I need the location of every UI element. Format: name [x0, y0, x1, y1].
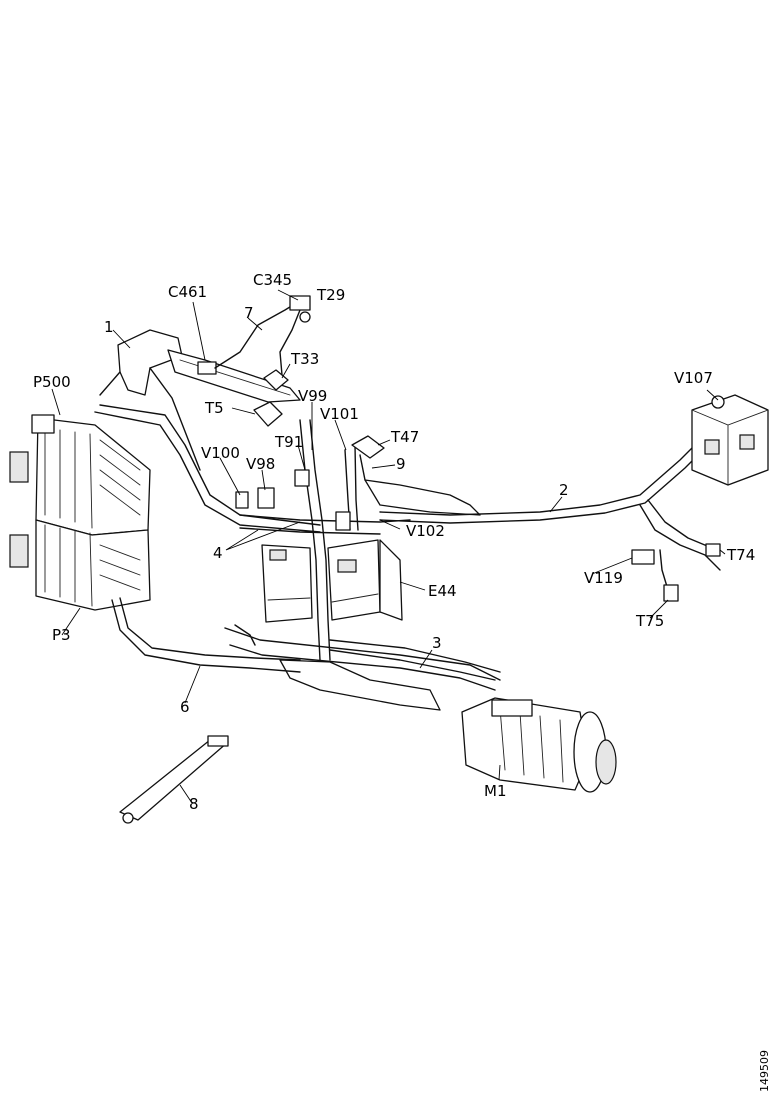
- label-t5: T5: [204, 399, 224, 417]
- cable-8: [119, 735, 229, 824]
- label-v119: V119: [584, 569, 623, 587]
- harness-6: [111, 597, 301, 673]
- label-1: 1: [104, 318, 114, 336]
- label-t29: T29: [316, 286, 345, 304]
- frame-cross-member: [224, 624, 501, 711]
- starter-m1: [461, 697, 617, 793]
- label-3: 3: [432, 634, 442, 652]
- label-t47: T47: [390, 428, 419, 446]
- harness-7: [214, 295, 311, 376]
- label-t75: T75: [635, 612, 664, 630]
- label-e44: E44: [428, 582, 457, 600]
- harness-3: [329, 639, 501, 681]
- label-v102: V102: [406, 522, 445, 540]
- label-m1: M1: [484, 782, 507, 800]
- label-p500: P500: [33, 373, 71, 391]
- label-v98: V98: [246, 455, 275, 473]
- connector-t33: [263, 369, 289, 391]
- label-c461: C461: [168, 283, 207, 301]
- battery-p500: [9, 414, 151, 536]
- label-t91: T91: [274, 433, 303, 451]
- battery-p3: [9, 519, 151, 611]
- unit-e44: [261, 539, 403, 623]
- label-c345: C345: [253, 271, 292, 289]
- connector-t47: [351, 435, 385, 481]
- label-7: 7: [244, 304, 254, 322]
- label-v99: V99: [298, 387, 327, 405]
- label-t33: T33: [290, 350, 319, 368]
- label-p3: P3: [52, 626, 71, 644]
- label-8: 8: [189, 795, 199, 813]
- central-harness: [235, 419, 411, 661]
- label-4: 4: [213, 544, 223, 562]
- connector-t74: [705, 543, 721, 557]
- leader-lines: [51, 289, 726, 804]
- label-v100: V100: [201, 444, 240, 462]
- label-t74: T74: [726, 546, 755, 564]
- connector-t5: [253, 401, 283, 427]
- harness-2: [364, 439, 721, 591]
- label-v101: V101: [320, 405, 359, 423]
- valve-v107: [691, 394, 769, 486]
- label-9: 9: [396, 455, 406, 473]
- label-2: 2: [559, 481, 569, 499]
- callout-labels: C461 C345 T29 7 1 T33 P500 V99 V101 T5 T…: [33, 271, 755, 813]
- connector-t75: [663, 584, 679, 602]
- reference-number: 149509: [758, 1050, 771, 1092]
- label-6: 6: [180, 698, 190, 716]
- valve-v119: [631, 549, 655, 565]
- bracket-c461: [167, 349, 301, 403]
- harness-1: [94, 329, 321, 533]
- label-v107: V107: [674, 369, 713, 387]
